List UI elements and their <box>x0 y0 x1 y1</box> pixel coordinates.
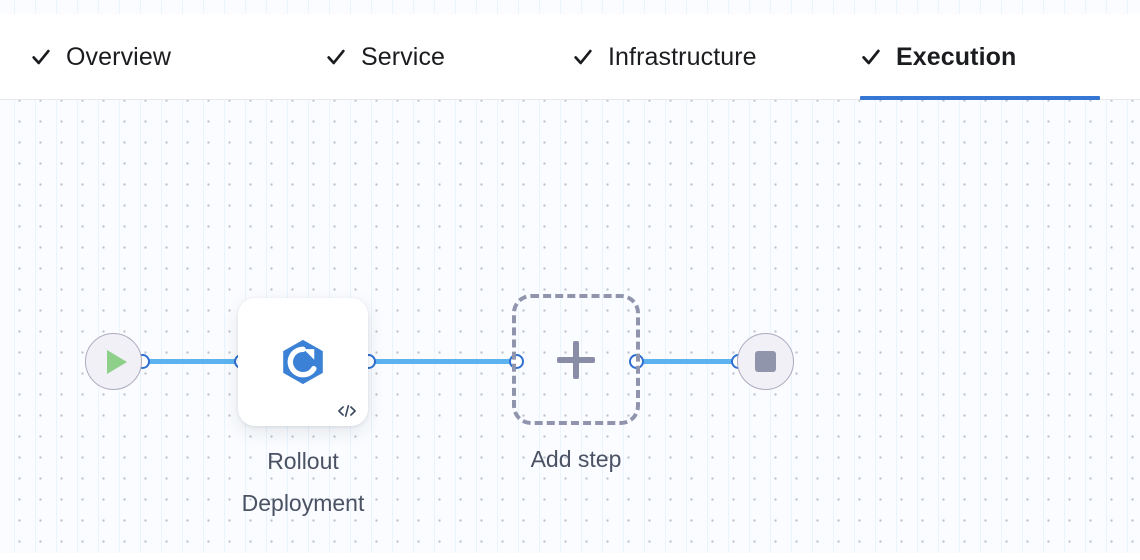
step-node-rollout-deployment[interactable] <box>238 298 368 426</box>
check-icon <box>325 46 347 68</box>
pipeline-stage-tabs: Overview Service Infrastructure Executio… <box>0 14 1140 100</box>
start-node[interactable] <box>85 333 142 390</box>
step-node-label: Rollout Deployment <box>241 448 365 516</box>
check-icon <box>860 46 882 68</box>
execution-flow-graph[interactable]: Rollout Deployment Add step <box>0 100 1140 560</box>
edge-step-to-add[interactable] <box>366 359 518 364</box>
tab-label: Infrastructure <box>608 42 757 71</box>
tab-overview[interactable]: Overview <box>30 14 240 99</box>
active-tab-indicator <box>860 96 1100 100</box>
tab-label: Overview <box>66 42 171 71</box>
canvas-bottom-edge <box>0 553 1140 560</box>
check-icon <box>572 46 594 68</box>
rollout-deployment-icon <box>278 337 328 387</box>
check-icon <box>30 46 52 68</box>
edge-start-to-step[interactable] <box>140 359 244 364</box>
tab-label: Service <box>361 42 446 71</box>
play-icon <box>106 349 127 374</box>
end-node[interactable] <box>737 333 794 390</box>
edge-add-to-end[interactable] <box>634 359 742 364</box>
add-step-label: Add step <box>530 446 622 472</box>
tab-infrastructure[interactable]: Infrastructure <box>572 14 819 99</box>
code-icon <box>336 402 358 420</box>
tab-service[interactable]: Service <box>325 14 497 99</box>
plus-icon-cross <box>557 356 595 363</box>
tab-execution[interactable]: Execution <box>860 14 1100 100</box>
tab-label: Execution <box>896 42 1017 71</box>
stop-icon <box>755 351 776 372</box>
add-step-node[interactable] <box>512 294 640 425</box>
